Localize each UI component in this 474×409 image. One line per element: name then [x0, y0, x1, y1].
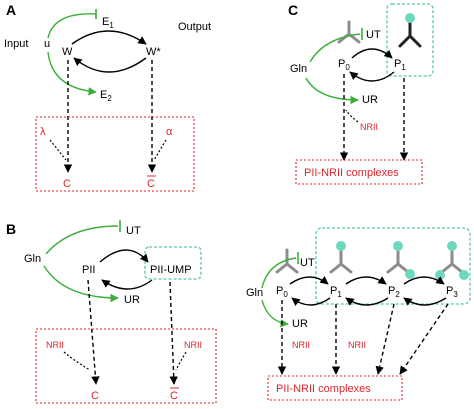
b-dash-piiump-to-cbar: [169, 281, 178, 385]
lambda-curve: [49, 139, 67, 161]
e1-label: E1: [102, 16, 114, 30]
c-nrii-label: NRII: [360, 122, 378, 132]
d-dash-p2: [375, 303, 395, 375]
b-c-label: C: [91, 390, 99, 402]
d-p2-label: P2: [388, 285, 400, 299]
lambda-label: λ: [40, 126, 46, 138]
b-nrii-left-curve: [63, 351, 91, 371]
c-ut-label: UT: [366, 29, 381, 41]
d-arc-p0-p1: [289, 276, 329, 285]
b-nrii-right-curve: [175, 351, 187, 371]
panel-b-label: B: [6, 221, 16, 237]
d-complexes-label: PII-NRII complexes: [276, 383, 371, 395]
alpha-curve: [153, 139, 167, 161]
d-arc-p2-p1: [345, 297, 389, 306]
c-forward-arc: [351, 48, 393, 59]
d-green-activation-ur: [261, 299, 289, 328]
c-p1-box: [386, 3, 434, 77]
c-p1-trimer-icon: [398, 13, 422, 48]
green-inhibition-e1: [47, 13, 97, 39]
c-p0-label: P0: [338, 58, 350, 72]
d-gln-label: Gln: [246, 287, 263, 299]
d-complexes-box: [267, 375, 403, 401]
ut-label: UT: [126, 225, 141, 237]
c-complexes-box: [295, 159, 423, 185]
d-arc-p1-p0: [291, 297, 331, 306]
b-dash-pii-to-c: [87, 279, 100, 385]
c-gln-label: Gln: [290, 63, 307, 75]
u-label: u: [44, 38, 50, 50]
forward-arc: [71, 30, 147, 45]
b-forward-arc: [99, 249, 149, 263]
input-label: Input: [4, 38, 28, 50]
c-nrii-curve: [345, 109, 359, 123]
d-dash-p3: [399, 303, 449, 375]
panel-a: A Input Output u E1 W W* E2 λ α C C: [4, 2, 211, 192]
c-p1-label: P1: [394, 58, 406, 72]
c-green-activation-ur: [305, 77, 359, 105]
b-nrii-left: NRII: [46, 340, 64, 350]
ur-label: UR: [124, 294, 140, 306]
panel-c: C Gln UT P0 P1 UR NRII PII-NRII complexe…: [288, 2, 434, 185]
backward-arc: [73, 57, 147, 73]
wstar-label: W*: [146, 46, 161, 58]
d-arc-p3-p2: [403, 297, 447, 306]
b-green-inhibition-ut: [45, 225, 119, 255]
c-complexes-label: PII-NRII complexes: [304, 167, 399, 179]
d-p0-trimer-icon: [275, 248, 299, 274]
c-p0-trimer-icon: [337, 20, 361, 44]
c-backward-arc: [349, 71, 395, 82]
b-backward-arc: [101, 279, 153, 290]
b-cbar-label: C: [170, 390, 178, 402]
d-green-inhibition-ut: [261, 257, 297, 289]
d-arc-p1-p2: [345, 276, 387, 285]
green-activation-e2: [47, 51, 97, 96]
panel-b: B Gln UT PII PII-UMP UR NRII NRII C C: [6, 220, 217, 404]
d-p3-trimer-icon: [435, 241, 469, 280]
alpha-label: α: [166, 126, 173, 138]
panel-b-output-box: [35, 328, 217, 404]
d-nrii-1: NRII: [292, 340, 310, 350]
cbar-label: C: [147, 178, 155, 190]
d-p1-label: P1: [330, 285, 342, 299]
d-arc-p2-p3: [403, 276, 445, 285]
e2-label: E2: [100, 89, 112, 103]
c-green-inhibition-ut: [309, 33, 361, 63]
pii-label: PII: [82, 264, 95, 276]
b-nrii-right: NRII: [184, 340, 202, 350]
b-green-activation-ur: [43, 265, 119, 303]
d-ur-label: UR: [292, 318, 308, 330]
d-modified-box: [315, 227, 471, 305]
c-label: C: [63, 178, 71, 190]
c-ur-label: UR: [362, 94, 378, 106]
output-label: Output: [178, 21, 211, 33]
pii-ump-label: PII-UMP: [150, 264, 192, 276]
gln-label: Gln: [24, 253, 41, 265]
d-nrii-2: NRII: [348, 340, 366, 350]
panel-c-label: C: [288, 2, 298, 18]
d-ut-label: UT: [300, 257, 315, 269]
d-p3-label: P3: [446, 285, 458, 299]
d-p1-trimer-icon: [329, 241, 353, 274]
panel-d: Gln UT P0 P1 P2 P3 UR: [246, 227, 471, 401]
d-p2-trimer-icon: [386, 241, 415, 279]
w-label: W: [62, 46, 73, 58]
panel-a-label: A: [6, 2, 16, 18]
d-p0-label: P0: [276, 285, 288, 299]
pii-ump-box: [144, 246, 202, 280]
